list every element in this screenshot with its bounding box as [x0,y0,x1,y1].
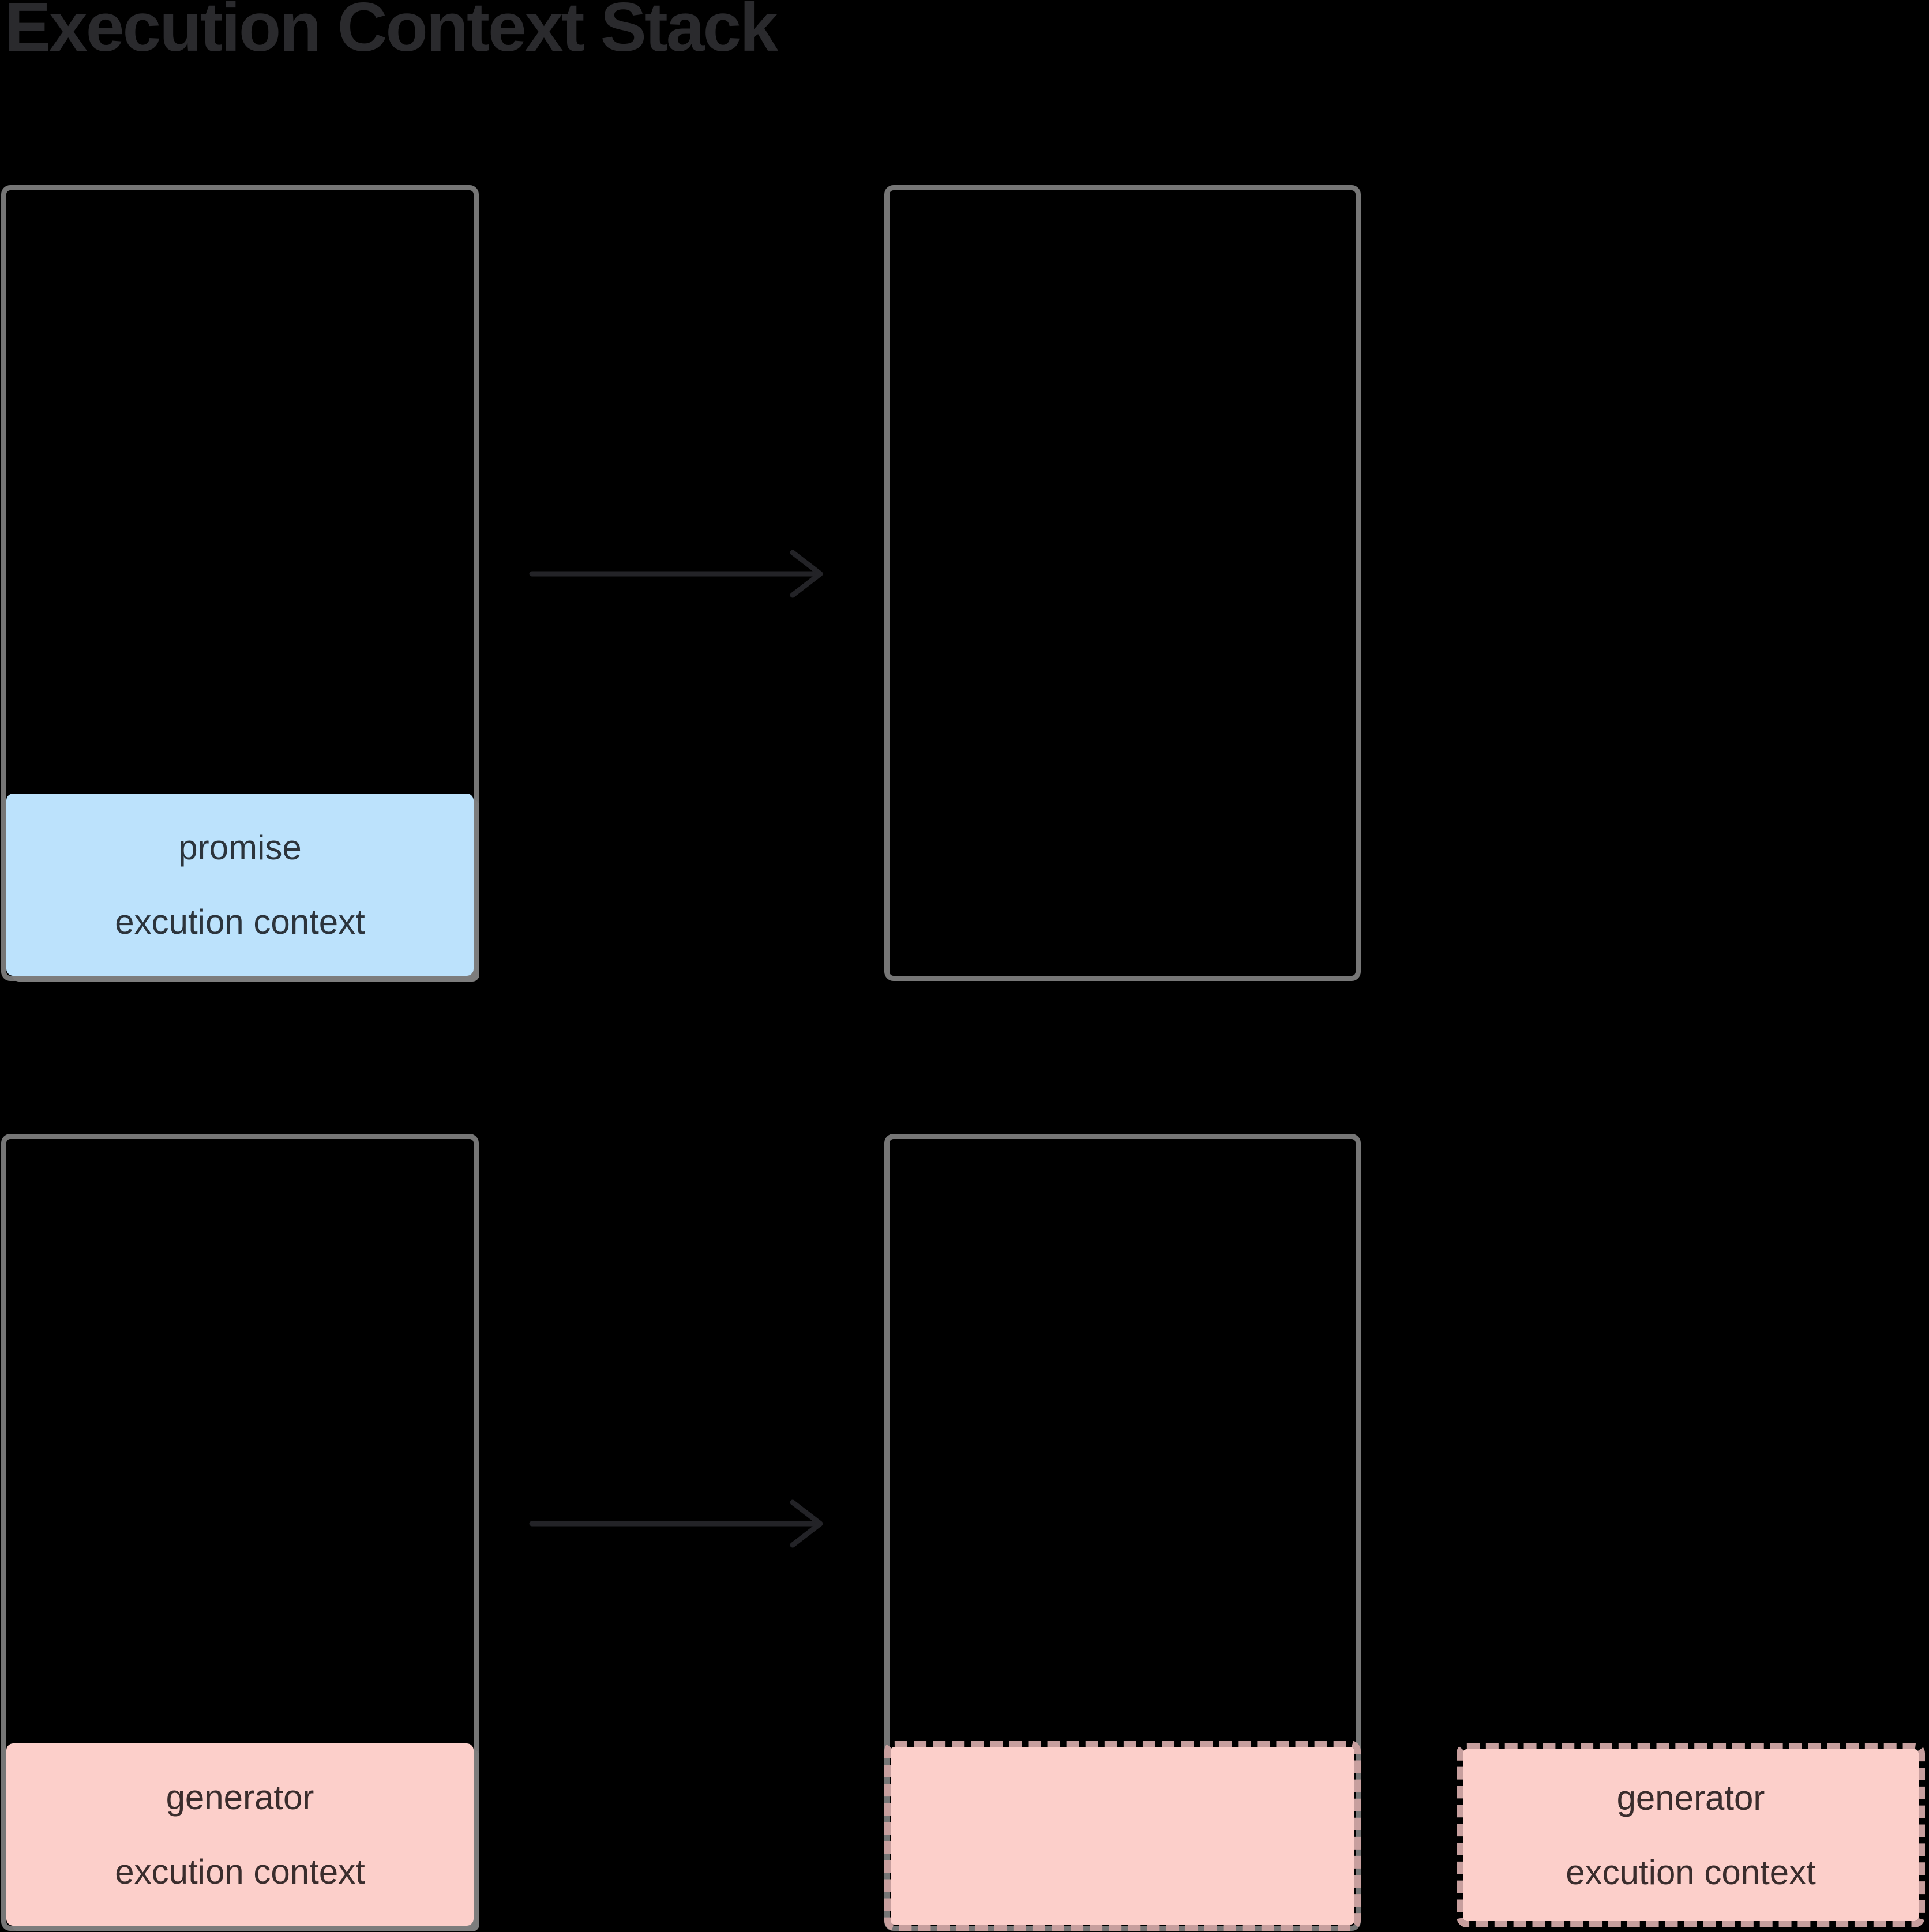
promise-box-label-line1: promise [178,828,302,867]
page-title: Execution Context Stack [5,0,778,66]
detached-box-label-line2: excution context [1566,1853,1816,1892]
generator-box-label-line1: generator [166,1778,314,1817]
generator-context-placeholder-box [884,1741,1361,1931]
stack-container-bottom-right [884,1134,1361,1931]
generator-execution-context-box: generator excution context [6,1743,474,1926]
stack-container-top-right-empty [884,185,1361,981]
generator-execution-context-detached-box: generator excution context [1457,1743,1925,1927]
generator-box-label-line2: excution context [115,1852,365,1891]
promise-execution-context-box: promise excution context [6,794,474,976]
stack-container-top-left: promise excution context [1,185,479,981]
promise-box-label-line2: excution context [115,903,365,941]
arrow-right-icon [529,1499,823,1548]
stack-container-bottom-left: generator excution context [1,1134,479,1931]
detached-box-label-line1: generator [1616,1779,1765,1817]
arrow-right-icon [529,550,823,598]
